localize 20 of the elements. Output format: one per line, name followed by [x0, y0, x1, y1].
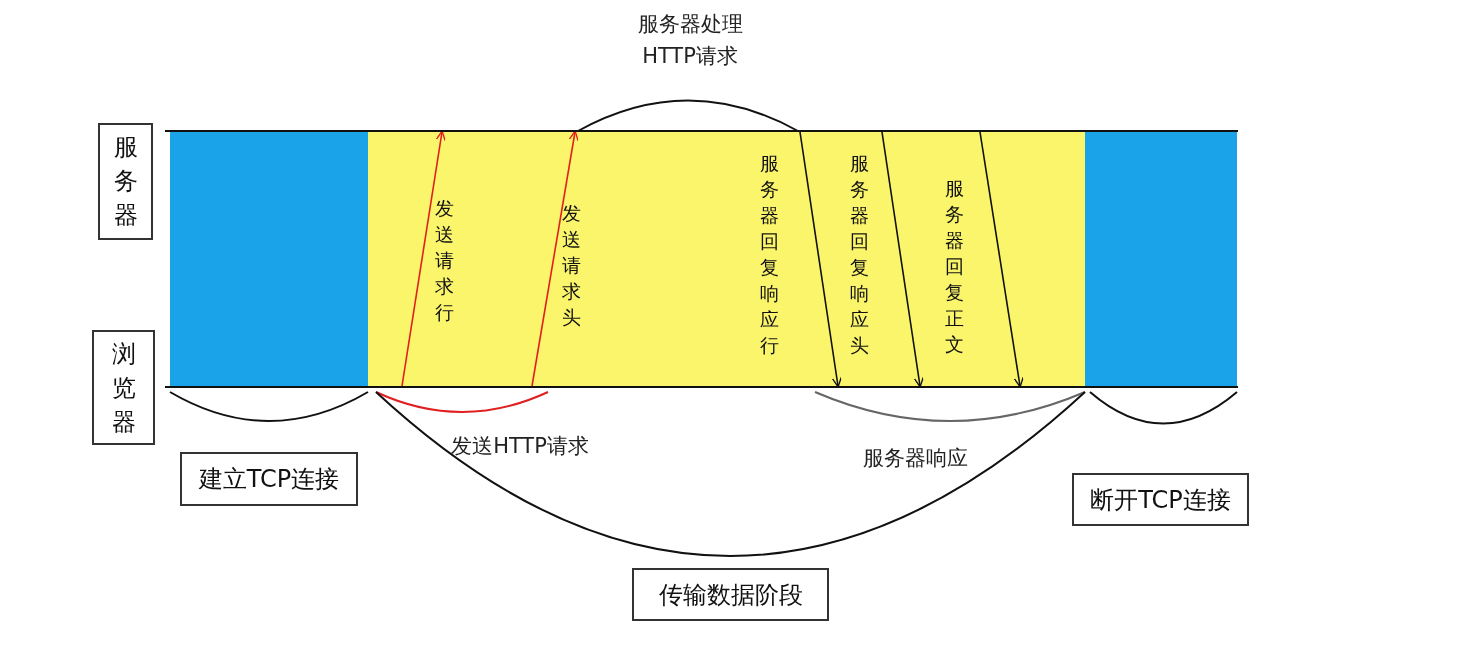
edge-label: 服务器回复响应行 [758, 151, 780, 358]
arrow [881, 131, 924, 388]
phase-note: 服务器处理 HTTP请求 [636, 11, 744, 70]
browser-label-box: 浏览器 [92, 330, 155, 445]
arrow [979, 131, 1024, 388]
arrow [531, 130, 579, 387]
arrow [799, 131, 842, 388]
edge-label: 服务器回复响应头 [848, 151, 870, 358]
server-label-box: 服务器 [98, 123, 153, 240]
phase-box: 传输数据阶段 [632, 568, 829, 621]
phase-note: 服务器响应 [861, 445, 969, 472]
server-timeline [165, 130, 1238, 132]
edge-label: 发送请求行 [433, 196, 455, 325]
arrow [401, 130, 446, 387]
browser-timeline [165, 386, 1238, 388]
edge-label: 服务器回复正文 [943, 176, 965, 357]
phase-box: 断开TCP连接 [1072, 473, 1249, 526]
phase-box: 建立TCP连接 [180, 452, 358, 506]
edge-label: 发送请求头 [560, 201, 582, 330]
phase-note: 发送HTTP请求 [450, 433, 590, 460]
